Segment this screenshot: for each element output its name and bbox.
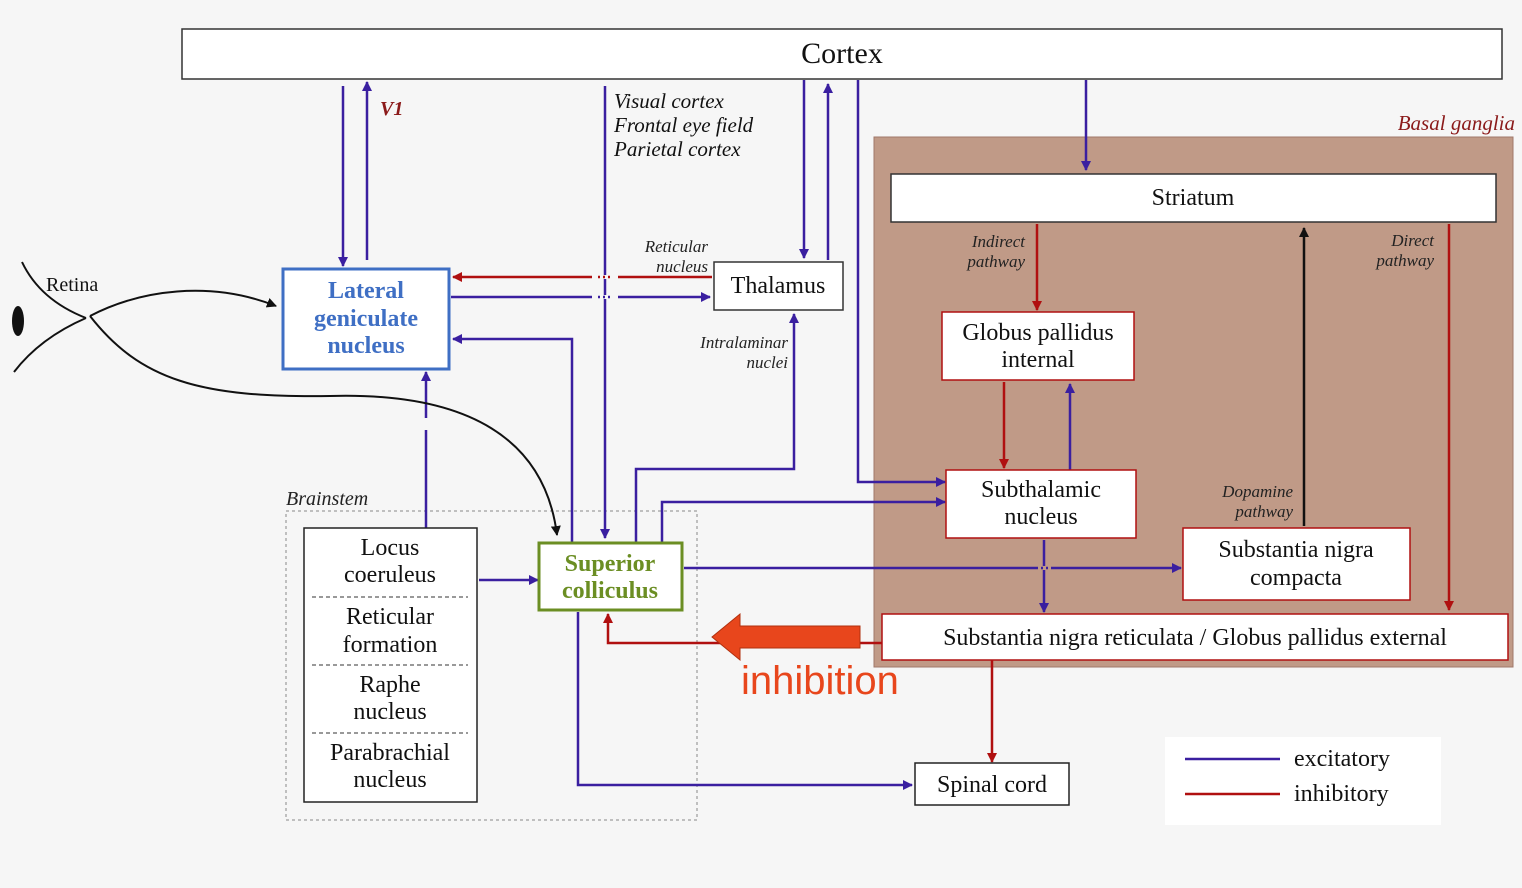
svg-text:nucleus: nucleus — [1004, 504, 1077, 530]
rf-label-2: formation — [343, 632, 438, 658]
svg-text:internal: internal — [1001, 347, 1075, 373]
gpi-box — [941, 311, 1135, 381]
svg-text:Parietal cortex: Parietal cortex — [613, 137, 741, 161]
svg-text:Subthalamic: Subthalamic — [981, 477, 1101, 503]
svg-text:pathway: pathway — [1234, 502, 1293, 521]
optic-path-to-lgn — [89, 289, 277, 317]
eye-upper-lid — [21, 261, 87, 319]
reticular-nucleus-label: Reticular nucleus — [644, 237, 709, 276]
svg-text:Direct: Direct — [1390, 231, 1435, 250]
arrow-sc-to-spinal — [576, 612, 913, 790]
inhibition-label: inhibition — [741, 659, 899, 703]
snc-box — [1182, 527, 1411, 601]
arrow-cortex-to-stn — [856, 80, 946, 487]
pb-label-2: nucleus — [353, 767, 426, 793]
direct-pathway-label: Direct pathway — [1375, 231, 1435, 270]
svg-text:nucleus: nucleus — [656, 257, 708, 276]
cortical-areas-label: Visual cortex Frontal eye field Parietal… — [613, 89, 754, 161]
legend-excitatory-label: excitatory — [1294, 746, 1390, 772]
raphe-label-2: nucleus — [353, 699, 426, 725]
legend-box — [1165, 737, 1441, 825]
svg-text:geniculate: geniculate — [314, 306, 418, 332]
thalamus-box — [713, 261, 844, 311]
svg-text:Intralaminar: Intralaminar — [699, 333, 788, 352]
striatum-label: Striatum — [1152, 185, 1235, 211]
cortex-box — [181, 28, 1503, 80]
retina-label: Retina — [46, 274, 98, 296]
snr-gpe-label: Substantia nigra reticulata / Globus pal… — [943, 625, 1447, 651]
stn-box — [945, 469, 1137, 539]
cortex-label: Cortex — [801, 37, 883, 70]
brainstem-label: Brainstem — [286, 488, 368, 510]
sc-label: Superior colliculus — [562, 551, 658, 604]
sc-box — [537, 541, 684, 612]
lgn-box — [281, 267, 451, 371]
lc-label-1: Locus — [361, 535, 420, 561]
spinal-cord-label: Spinal cord — [937, 772, 1047, 798]
spinal-cord-box — [914, 762, 1070, 806]
svg-text:nucleus: nucleus — [327, 333, 404, 359]
stn-label: Subthalamic nucleus — [981, 477, 1101, 530]
svg-text:Superior: Superior — [565, 551, 656, 577]
arrow-sc-to-thalamus — [634, 313, 799, 543]
brainstem-region — [285, 510, 698, 821]
svg-text:pathway: pathway — [966, 252, 1025, 271]
svg-text:Reticular: Reticular — [644, 237, 709, 256]
raphe-label-1: Raphe — [359, 672, 420, 698]
svg-text:pathway: pathway — [1375, 251, 1434, 270]
rf-label-1: Reticular — [346, 604, 434, 630]
svg-text:Visual cortex: Visual cortex — [614, 89, 725, 113]
svg-text:nuclei: nuclei — [746, 353, 788, 372]
svg-text:Frontal eye field: Frontal eye field — [613, 113, 754, 137]
snr-gpe-box — [881, 613, 1509, 661]
svg-text:Lateral: Lateral — [328, 278, 404, 304]
svg-text:colliculus: colliculus — [562, 578, 658, 604]
arrow-sc-to-lgn — [452, 334, 574, 543]
eye-lower-lid — [13, 317, 87, 373]
svg-text:Indirect: Indirect — [971, 232, 1026, 251]
thalamus-label: Thalamus — [731, 273, 826, 299]
striatum-box — [890, 173, 1497, 223]
lc-label-2: coeruleus — [344, 562, 436, 588]
snc-label: Substantia nigra compacta — [1218, 537, 1374, 591]
svg-text:Globus pallidus: Globus pallidus — [962, 320, 1113, 346]
svg-text:Dopamine: Dopamine — [1221, 482, 1293, 501]
optic-path-to-sc — [89, 315, 561, 536]
v1-label: V1 — [380, 98, 403, 120]
pb-label-1: Parabrachial — [330, 740, 450, 766]
svg-text:Substantia nigra: Substantia nigra — [1218, 537, 1374, 563]
dopamine-pathway-label: Dopamine pathway — [1221, 482, 1293, 521]
eye-pupil — [12, 306, 24, 336]
inhibition-arrow-icon — [711, 612, 861, 662]
svg-text:compacta: compacta — [1250, 565, 1342, 591]
basal-ganglia-label: Basal ganglia — [1398, 111, 1515, 135]
gpi-label: Globus pallidus internal — [962, 320, 1113, 373]
intralaminar-label: Intralaminar nuclei — [699, 333, 788, 372]
lgn-label: Lateral geniculate nucleus — [314, 278, 418, 359]
arrow-sc-to-stn — [660, 497, 946, 543]
legend-inhibitory-label: inhibitory — [1294, 781, 1389, 807]
indirect-pathway-label: Indirect pathway — [966, 232, 1026, 271]
